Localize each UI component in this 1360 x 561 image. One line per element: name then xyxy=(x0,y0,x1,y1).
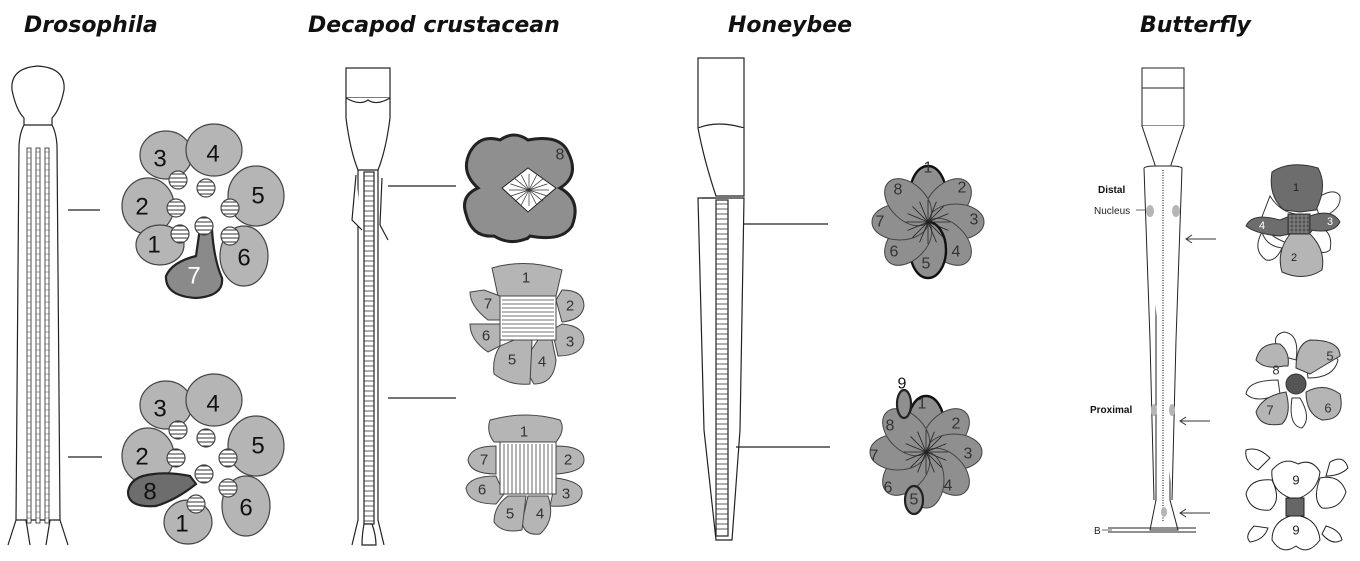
svg-text:1: 1 xyxy=(1293,182,1299,194)
svg-text:4: 4 xyxy=(1259,220,1265,232)
svg-text:2: 2 xyxy=(1291,252,1297,264)
proximal-nucleus-right xyxy=(1169,404,1175,416)
title-decapod: Decapod crustacean xyxy=(308,13,560,38)
svg-text:2: 2 xyxy=(135,194,148,221)
svg-text:7: 7 xyxy=(876,214,885,231)
svg-text:3: 3 xyxy=(1327,216,1333,228)
svg-text:8: 8 xyxy=(886,418,895,435)
svg-text:5: 5 xyxy=(922,256,931,273)
label-nucleus: Nucleus xyxy=(1094,206,1130,217)
svg-text:5: 5 xyxy=(251,433,264,460)
svg-text:6: 6 xyxy=(478,482,486,499)
nucleus-right xyxy=(1172,205,1180,217)
svg-text:5: 5 xyxy=(1326,349,1333,364)
label-proximal: Proximal xyxy=(1090,405,1132,416)
drosophila-ommatidium xyxy=(8,66,68,545)
svg-text:7: 7 xyxy=(870,448,879,465)
nucleus-left xyxy=(1146,205,1154,217)
svg-text:6: 6 xyxy=(237,245,250,272)
svg-text:4: 4 xyxy=(536,506,544,523)
proximal-nucleus-left xyxy=(1151,404,1157,416)
svg-text:3: 3 xyxy=(562,486,570,503)
svg-text:2: 2 xyxy=(566,298,574,315)
svg-text:2: 2 xyxy=(564,452,572,469)
honeybee-cell-9 xyxy=(897,390,911,418)
svg-text:4: 4 xyxy=(944,478,953,495)
svg-text:7: 7 xyxy=(484,296,492,313)
svg-text:3: 3 xyxy=(964,446,973,463)
title-honeybee: Honeybee xyxy=(728,13,852,38)
label-b: B xyxy=(1094,526,1101,537)
svg-text:6: 6 xyxy=(239,495,252,522)
svg-text:6: 6 xyxy=(1324,401,1331,416)
basal-nucleus xyxy=(1161,507,1167,517)
svg-text:4: 4 xyxy=(206,391,219,418)
svg-text:7: 7 xyxy=(187,263,200,290)
svg-text:5: 5 xyxy=(508,352,516,369)
svg-text:4: 4 xyxy=(952,244,961,261)
decapod-a-label-8: 8 xyxy=(556,147,565,164)
svg-text:4: 4 xyxy=(206,141,219,168)
svg-text:6: 6 xyxy=(884,480,893,497)
svg-text:2: 2 xyxy=(952,416,961,433)
label-distal: Distal xyxy=(1098,185,1125,196)
svg-text:1: 1 xyxy=(520,424,528,441)
svg-text:8: 8 xyxy=(143,479,156,506)
svg-text:9: 9 xyxy=(898,376,907,393)
svg-text:6: 6 xyxy=(482,328,490,345)
honeybee-ommatidium xyxy=(698,58,744,540)
svg-text:7: 7 xyxy=(480,452,488,469)
svg-text:1: 1 xyxy=(924,160,933,177)
svg-text:9: 9 xyxy=(1292,473,1299,488)
svg-text:9: 9 xyxy=(1292,523,1299,538)
svg-text:4: 4 xyxy=(538,354,546,371)
svg-text:2: 2 xyxy=(958,180,967,197)
svg-text:8: 8 xyxy=(1272,363,1279,378)
svg-text:5: 5 xyxy=(910,492,919,509)
svg-text:2: 2 xyxy=(135,444,148,471)
butterfly-ommatidium xyxy=(1108,68,1196,532)
svg-text:1: 1 xyxy=(522,270,530,287)
decapod-ommatidium xyxy=(346,68,390,545)
svg-text:5: 5 xyxy=(506,506,514,523)
svg-text:3: 3 xyxy=(566,334,574,351)
title-drosophila: Drosophila xyxy=(24,13,158,38)
svg-text:1: 1 xyxy=(918,396,927,413)
svg-text:3: 3 xyxy=(153,146,166,173)
butterfly-arrows xyxy=(1180,235,1216,517)
svg-text:5: 5 xyxy=(251,183,264,210)
svg-text:1: 1 xyxy=(147,232,160,259)
svg-text:6: 6 xyxy=(890,244,899,261)
svg-text:8: 8 xyxy=(894,182,903,199)
svg-text:1: 1 xyxy=(175,511,188,538)
svg-text:3: 3 xyxy=(970,212,979,229)
svg-text:7: 7 xyxy=(1266,403,1273,418)
svg-text:3: 3 xyxy=(153,396,166,423)
title-butterfly: Butterfly xyxy=(1140,13,1253,38)
